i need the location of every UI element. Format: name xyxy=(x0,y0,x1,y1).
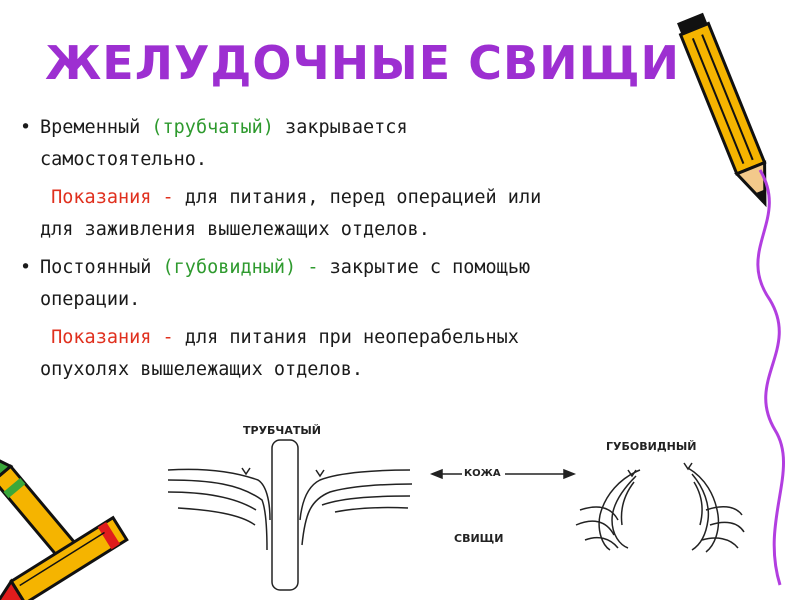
indications-label: Показания - xyxy=(51,187,174,208)
pencil-icon xyxy=(677,12,767,208)
indications-text: для питания при неоперабельных xyxy=(173,327,519,348)
indications-temporary: Показания - для питания, перед операцией… xyxy=(20,182,755,246)
term-tubular: (трубчатый) xyxy=(151,117,274,138)
indications-text: для заживления вышележащих отделов. xyxy=(40,219,430,240)
slide-title: ЖЕЛУДОЧНЫЕ СВИЩИ xyxy=(45,36,681,90)
bullet-marker: • xyxy=(20,257,32,278)
tubular-fistula-diagram xyxy=(167,439,413,591)
bullet-text: самостоятельно. xyxy=(40,149,208,170)
bullet-text: Постоянный xyxy=(40,257,163,278)
indications-permanent: Показания - для питания при неоперабельн… xyxy=(20,322,755,386)
tubular-label: ТРУБЧАТЫЙ xyxy=(243,424,321,437)
crayon-icon xyxy=(0,451,78,560)
crayon-icon xyxy=(0,515,129,600)
skin-label: КОЖА xyxy=(464,468,501,479)
lip-fistula-diagram xyxy=(575,462,745,553)
indications-label: Показания - xyxy=(51,327,174,348)
squiggle-line xyxy=(756,169,785,586)
skin-arrow xyxy=(429,468,577,480)
indications-text: для питания, перед операцией или xyxy=(173,187,542,208)
fistula-label: СВИЩИ xyxy=(454,532,504,545)
bullet-text: закрытие с помощью xyxy=(318,257,531,278)
bullet-text: закрывается xyxy=(273,117,408,138)
bullet-item-temporary: • Временный (трубчатый) закрывается само… xyxy=(20,112,755,176)
indications-text: опухолях вышележащих отделов. xyxy=(40,359,364,380)
slide-body: • Временный (трубчатый) закрывается само… xyxy=(20,112,755,386)
bullet-text: Временный xyxy=(40,117,152,138)
bullet-text: операции. xyxy=(40,289,141,310)
lip-label: ГУБОВИДНЫЙ xyxy=(606,440,697,453)
bullet-item-permanent: • Постоянный (губовидный) - закрытие с п… xyxy=(20,252,755,316)
bullet-marker: • xyxy=(20,117,32,138)
term-lip: (губовидный) - xyxy=(162,257,319,278)
